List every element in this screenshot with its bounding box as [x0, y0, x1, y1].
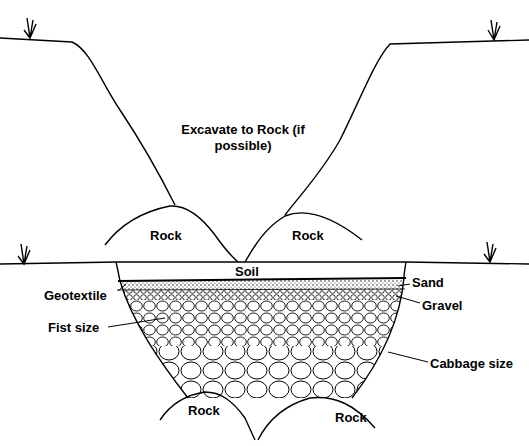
part-label: Fist size	[48, 320, 99, 336]
part-label: Excavate to Rock (if possible)	[178, 122, 308, 154]
part-label: Rock	[150, 228, 182, 244]
part-label: Cabbage size	[430, 356, 513, 372]
part-label: Rock	[335, 410, 367, 426]
part-label: Geotextile	[44, 288, 107, 304]
part-label: Rock	[188, 403, 220, 419]
part-label: Rock	[292, 228, 324, 244]
part-label: Soil	[235, 264, 259, 280]
part-label: Gravel	[422, 298, 462, 314]
part-label: Sand	[412, 275, 444, 291]
